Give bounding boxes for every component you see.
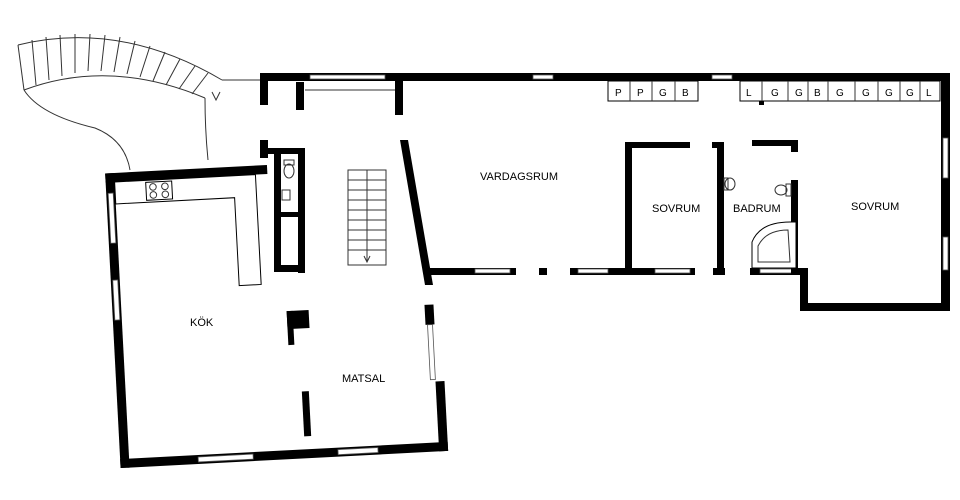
living-wing: P P G B L G G B G G G G L <box>403 73 950 311</box>
closet-label: G <box>836 88 844 99</box>
closet-label: B <box>814 88 821 99</box>
room-label-kok: KÖK <box>190 317 214 329</box>
room-label-sovrum: SOVRUM <box>851 201 899 213</box>
room-label-badrum: BADRUM <box>733 203 781 215</box>
closet-label: P <box>637 88 644 99</box>
closet-label: G <box>659 88 667 99</box>
closet-label: L <box>926 88 932 99</box>
closet-label: G <box>795 88 803 99</box>
room-label-vardagsrum: VARDAGSRUM <box>480 171 558 183</box>
room-label-matsal: MATSAL <box>342 373 385 385</box>
closet-row-2: L G G B G G G G L <box>739 80 941 102</box>
kitchen-block <box>105 164 449 469</box>
closet-label: G <box>906 88 914 99</box>
closet-label: P <box>615 88 622 99</box>
room-label-sovrum: SOVRUM <box>652 203 700 215</box>
closet-label: G <box>862 88 870 99</box>
closet-row-1: P P G B <box>607 80 699 102</box>
outdoor-stair <box>17 33 262 171</box>
closet-label: G <box>771 88 779 99</box>
closet-label: B <box>682 88 689 99</box>
closet-label: G <box>885 88 893 99</box>
central-hall <box>260 73 433 285</box>
closet-label: L <box>746 88 752 99</box>
